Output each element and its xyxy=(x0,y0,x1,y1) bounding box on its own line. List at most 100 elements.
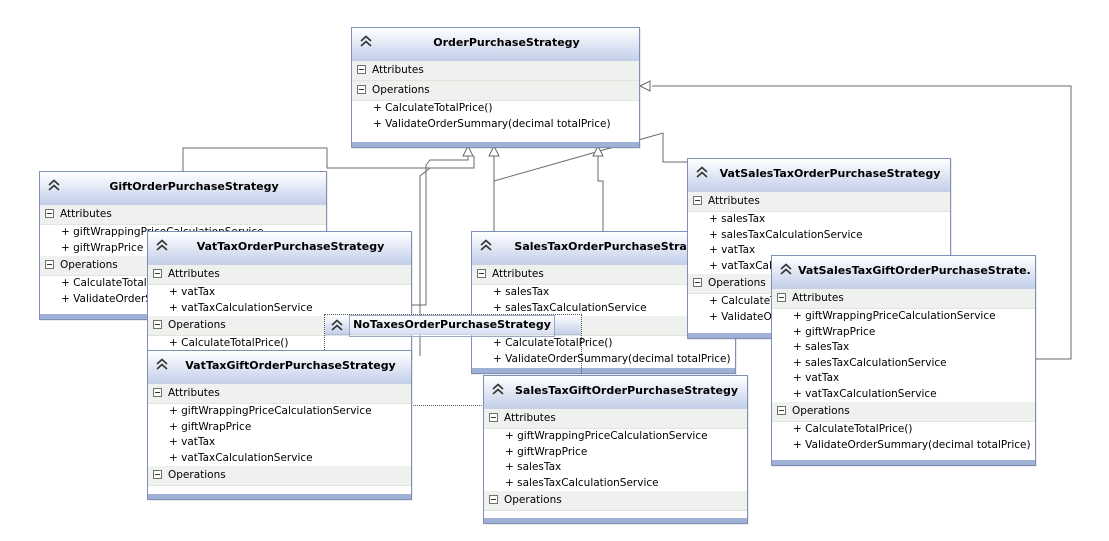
collapse-minus-icon[interactable] xyxy=(45,260,54,269)
section-label: Operations xyxy=(792,405,850,417)
section-label: Operations xyxy=(168,469,226,481)
member-item[interactable]: + salesTax xyxy=(493,286,550,298)
section-label: Attributes xyxy=(492,268,544,280)
member-item[interactable]: + salesTaxCalculationService xyxy=(709,228,863,241)
member-item[interactable]: + giftWrappingPriceCalculationService xyxy=(505,430,708,442)
member-item[interactable]: + ValidateOrderSummary(decimal totalPric… xyxy=(493,352,731,365)
collapse-minus-icon[interactable] xyxy=(153,388,162,397)
class-vatsalesgift[interactable]: VatSalesTaxGiftOrderPurchaseStrate... Att… xyxy=(771,255,1036,466)
section-label: Operations xyxy=(372,84,430,96)
class-title: VatSalesTaxGiftOrderPurchaseStrate... xyxy=(798,264,1031,277)
collapse-minus-icon[interactable] xyxy=(357,85,366,94)
member-item[interactable]: + CalculateTotalPrice() xyxy=(169,337,289,349)
collapse-chevron-icon[interactable] xyxy=(330,318,344,332)
class-title: SalesTaxOrderPurchaseStrategy xyxy=(514,240,715,253)
collapse-minus-icon[interactable] xyxy=(153,269,162,278)
section-label: Attributes xyxy=(792,292,844,304)
collapse-minus-icon[interactable] xyxy=(153,320,162,329)
member-item[interactable]: + giftWrapPrice xyxy=(505,445,588,458)
section-attributes[interactable]: Attributes xyxy=(688,192,950,212)
member-item[interactable]: + vatTax xyxy=(793,372,840,384)
member-item[interactable]: + ValidateOrderSummary(decimal totalPric… xyxy=(793,438,1031,451)
section-attributes[interactable]: Attributes xyxy=(484,409,747,429)
member-item[interactable]: + salesTax xyxy=(505,461,562,473)
member-item[interactable]: + CalculateTotalPrice() xyxy=(793,423,913,435)
collapse-minus-icon[interactable] xyxy=(489,495,498,504)
collapse-minus-icon[interactable] xyxy=(489,413,498,422)
collapse-chevron-icon[interactable] xyxy=(779,262,793,276)
section-operations[interactable]: Operations xyxy=(352,81,639,101)
class-footer-bar xyxy=(484,518,747,523)
class-notaxes[interactable]: NoTaxesOrderPurchaseStrategy xyxy=(324,314,582,406)
section-label: Attributes xyxy=(168,387,220,399)
section-label: Operations xyxy=(168,319,226,331)
member-item[interactable]: + salesTaxCalculationService xyxy=(793,356,947,369)
section-label: Attributes xyxy=(168,268,220,280)
class-header[interactable]: VatTaxGiftOrderPurchaseStrategy xyxy=(148,351,411,384)
member-item[interactable]: + vatTax xyxy=(169,286,216,298)
section-label: Operations xyxy=(504,494,562,506)
class-header[interactable]: OrderPurchaseStrategy xyxy=(352,28,639,61)
section-attributes[interactable]: Attributes xyxy=(772,289,1035,309)
collapse-minus-icon[interactable] xyxy=(777,406,786,415)
collapse-minus-icon[interactable] xyxy=(477,269,486,278)
member-item[interactable]: + salesTaxCalculationService xyxy=(493,301,647,314)
section-attributes[interactable]: Attributes xyxy=(148,265,411,285)
class-title: VatTaxGiftOrderPurchaseStrategy xyxy=(185,359,396,372)
section-label: Attributes xyxy=(504,412,556,424)
section-operations[interactable]: Operations xyxy=(772,402,1035,422)
class-title: GiftOrderPurchaseStrategy xyxy=(109,180,279,193)
inherit-arrow-4 xyxy=(638,80,651,92)
member-item[interactable]: + giftWrapPrice xyxy=(793,325,876,338)
section-attributes[interactable]: Attributes xyxy=(472,265,735,285)
member-item[interactable]: + vatTax xyxy=(169,436,216,448)
member-item[interactable]: + giftWrappingPriceCalculationService xyxy=(169,405,372,417)
member-item[interactable]: + salesTax xyxy=(793,341,850,353)
member-item[interactable]: + CalculateTotalPrice() xyxy=(373,102,493,114)
section-attributes[interactable]: Attributes xyxy=(40,205,326,225)
member-item[interactable]: + vatTax xyxy=(709,244,756,256)
member-item[interactable]: + vatTaxCalculationService xyxy=(169,301,313,314)
section-attributes[interactable]: Attributes xyxy=(352,61,639,81)
collapse-minus-icon[interactable] xyxy=(357,65,366,74)
collapse-minus-icon[interactable] xyxy=(693,278,702,287)
class-header[interactable]: VatSalesTaxGiftOrderPurchaseStrate... xyxy=(772,256,1035,289)
collapse-minus-icon[interactable] xyxy=(777,293,786,302)
collapse-chevron-icon[interactable] xyxy=(491,382,505,396)
class-header[interactable]: GiftOrderPurchaseStrategy xyxy=(40,172,326,205)
member-item[interactable]: + vatTaxCalculationService xyxy=(793,387,937,400)
member-item[interactable]: + giftWrapPrice xyxy=(169,420,252,433)
section-attributes[interactable]: Attributes xyxy=(148,384,411,404)
class-title: SalesTaxGiftOrderPurchaseStrategy xyxy=(515,384,738,397)
class-header[interactable]: NoTaxesOrderPurchaseStrategy xyxy=(325,315,581,337)
collapse-chevron-icon[interactable] xyxy=(695,165,709,179)
section-label: Attributes xyxy=(708,195,760,207)
section-operations[interactable]: Operations xyxy=(148,466,411,486)
member-item[interactable]: + ValidateOrderSummary(decimal totalPric… xyxy=(373,117,611,130)
class-header[interactable]: VatTaxOrderPurchaseStrategy xyxy=(148,232,411,265)
class-footer-bar xyxy=(772,460,1035,465)
member-item[interactable]: + vatTaxCalculationService xyxy=(169,451,313,464)
member-item[interactable]: + salesTaxCalculationService xyxy=(505,476,659,489)
section-label: Operations xyxy=(708,277,766,289)
collapse-minus-icon[interactable] xyxy=(153,470,162,479)
member-item[interactable]: + CalculateTotalPrice() xyxy=(493,337,613,349)
member-item[interactable]: + giftWrapPrice xyxy=(61,241,144,254)
section-label: Operations xyxy=(60,259,118,271)
collapse-chevron-icon[interactable] xyxy=(479,238,493,252)
collapse-chevron-icon[interactable] xyxy=(155,357,169,371)
class-header[interactable]: SalesTaxGiftOrderPurchaseStrategy xyxy=(484,376,747,409)
collapse-chevron-icon[interactable] xyxy=(155,238,169,252)
section-operations[interactable]: Operations xyxy=(484,491,747,511)
member-item[interactable]: + salesTax xyxy=(709,213,766,225)
member-item[interactable]: + giftWrappingPriceCalculationService xyxy=(793,310,996,322)
collapse-chevron-icon[interactable] xyxy=(359,34,373,48)
collapse-chevron-icon[interactable] xyxy=(47,178,61,192)
collapse-minus-icon[interactable] xyxy=(693,196,702,205)
collapse-minus-icon[interactable] xyxy=(45,209,54,218)
class-header[interactable]: VatSalesTaxOrderPurchaseStrategy xyxy=(688,159,950,192)
